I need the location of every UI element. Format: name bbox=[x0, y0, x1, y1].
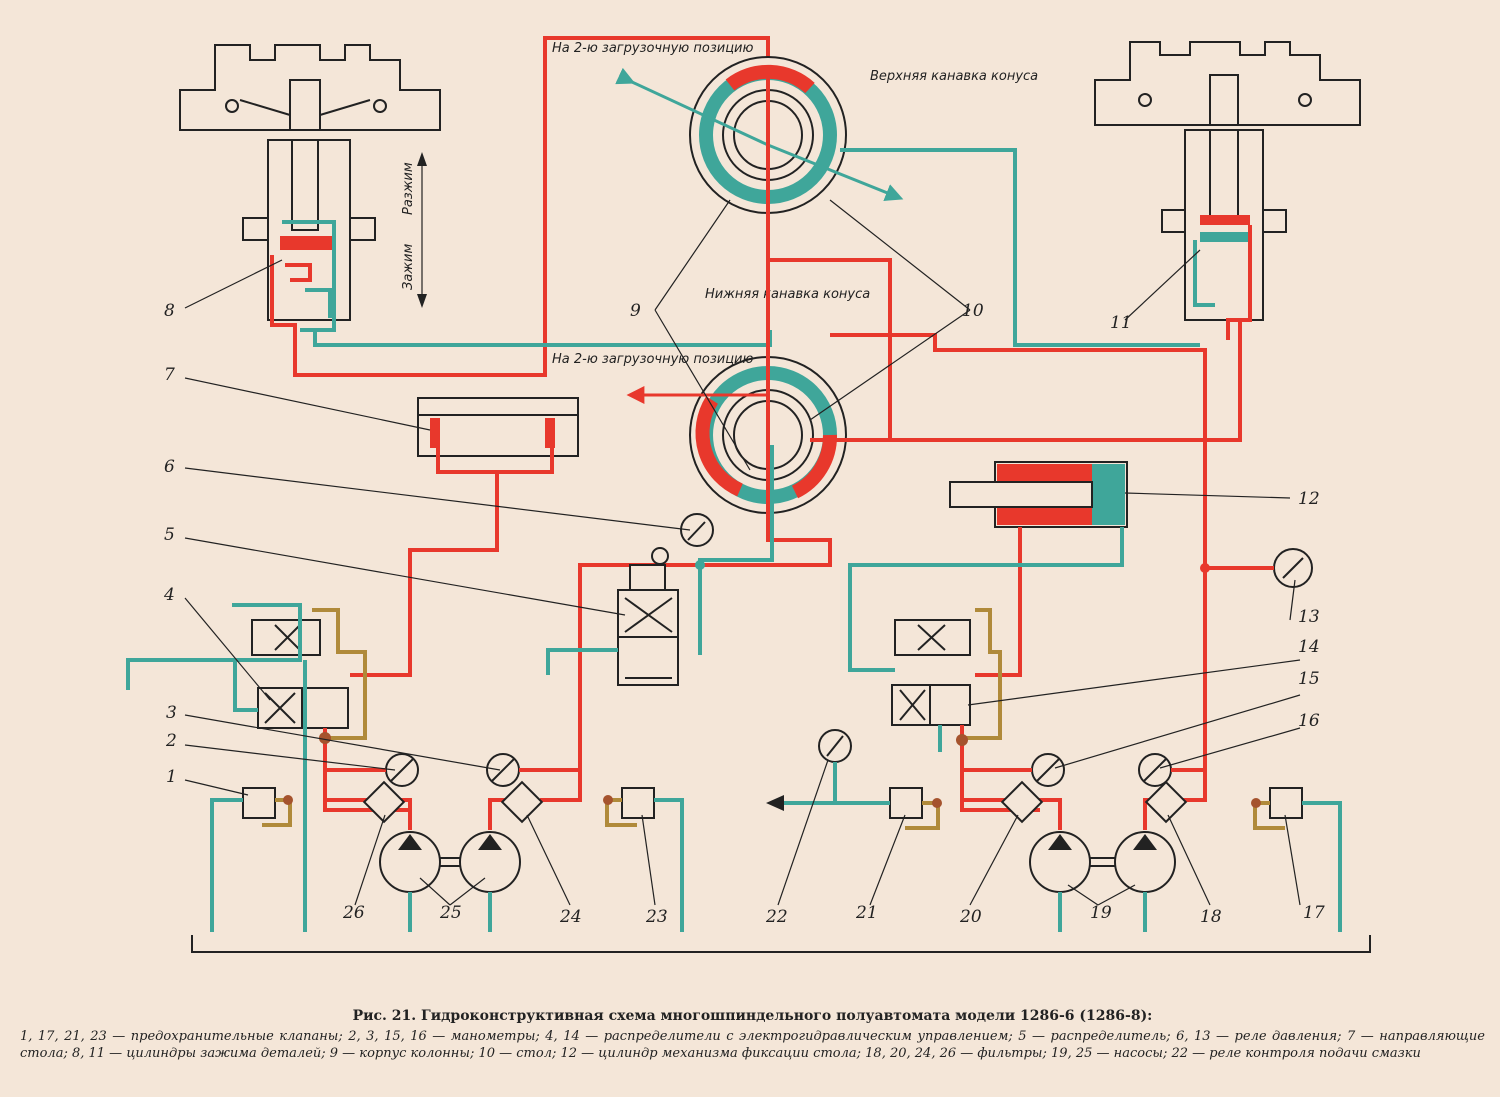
callout-18: 18 bbox=[1200, 907, 1222, 927]
upper-position-label: На 2-ю загрузочную позицию bbox=[552, 41, 753, 56]
unclamp-label: Разжим bbox=[401, 162, 416, 215]
figure-caption: Рис. 21. Гидроконструктивная схема много… bbox=[20, 1008, 1485, 1062]
callout-26: 26 bbox=[342, 903, 365, 923]
pressure-line-table bbox=[810, 333, 1207, 800]
drain-line-right bbox=[840, 148, 1200, 347]
callout-23: 23 bbox=[645, 907, 668, 927]
hydraulic-diagram: Зажим Разжим На 2-ю загрузочную позицию … bbox=[126, 36, 1371, 953]
callout-12: 12 bbox=[1298, 489, 1320, 509]
callout-15: 15 bbox=[1298, 669, 1320, 689]
pressure-switch-6 bbox=[680, 513, 714, 547]
callout-17: 17 bbox=[1303, 903, 1325, 923]
callout-numbers: 1 2 3 4 5 6 7 8 9 10 11 12 13 14 15 16 1… bbox=[163, 301, 1325, 927]
tank bbox=[191, 935, 1371, 953]
manometers bbox=[325, 729, 1205, 787]
caption-title: Рис. 21. Гидроконструктивная схема много… bbox=[352, 1008, 1153, 1024]
callout-7: 7 bbox=[164, 365, 175, 385]
clamp-cylinder-8 bbox=[179, 36, 772, 377]
callout-5: 5 bbox=[164, 525, 175, 545]
pressure-line-center bbox=[578, 250, 832, 770]
distributor-14 bbox=[891, 608, 1040, 812]
pressure-switch-13 bbox=[1200, 548, 1313, 588]
fixing-cylinder-12 bbox=[848, 461, 1128, 677]
callout-2: 2 bbox=[165, 731, 177, 751]
callout-10: 10 bbox=[962, 301, 984, 321]
callout-21: 21 bbox=[855, 903, 878, 923]
callout-16: 16 bbox=[1298, 711, 1320, 731]
clamp-label: Зажим bbox=[401, 244, 416, 290]
drain-line-center bbox=[698, 445, 774, 655]
callout-9: 9 bbox=[630, 301, 641, 321]
clamp-cylinder-11 bbox=[1094, 41, 1361, 340]
pump-unit-right bbox=[766, 762, 1342, 932]
lower-position-label: На 2-ю загрузочную позицию bbox=[552, 352, 753, 367]
callout-22: 22 bbox=[765, 907, 788, 927]
callout-24: 24 bbox=[559, 907, 582, 927]
distributor-5 bbox=[546, 547, 705, 686]
clamp-direction-indicator: Зажим Разжим bbox=[401, 152, 427, 308]
upper-groove-label: Верхняя канавка конуса bbox=[870, 69, 1038, 84]
callout-25: 25 bbox=[439, 903, 462, 923]
caption-legend: 1, 17, 21, 23 — предохранительные клапан… bbox=[20, 1029, 1485, 1061]
callout-4: 4 bbox=[163, 585, 175, 605]
callout-11: 11 bbox=[1110, 313, 1132, 333]
callout-20: 20 bbox=[959, 907, 982, 927]
callout-1: 1 bbox=[166, 767, 177, 787]
callout-14: 14 bbox=[1298, 637, 1320, 657]
callout-19: 19 bbox=[1090, 903, 1112, 923]
lower-groove-label: Нижняя канавка конуса bbox=[705, 287, 870, 302]
callout-13: 13 bbox=[1298, 607, 1320, 627]
leader-lines bbox=[184, 199, 1301, 906]
pump-unit-left bbox=[210, 660, 684, 932]
pressure-line-right bbox=[766, 70, 1242, 442]
column-body-lower bbox=[626, 356, 847, 514]
callout-6: 6 bbox=[164, 457, 175, 477]
callout-8: 8 bbox=[164, 301, 175, 321]
callout-3: 3 bbox=[166, 703, 177, 723]
table-guides-7 bbox=[350, 397, 579, 677]
